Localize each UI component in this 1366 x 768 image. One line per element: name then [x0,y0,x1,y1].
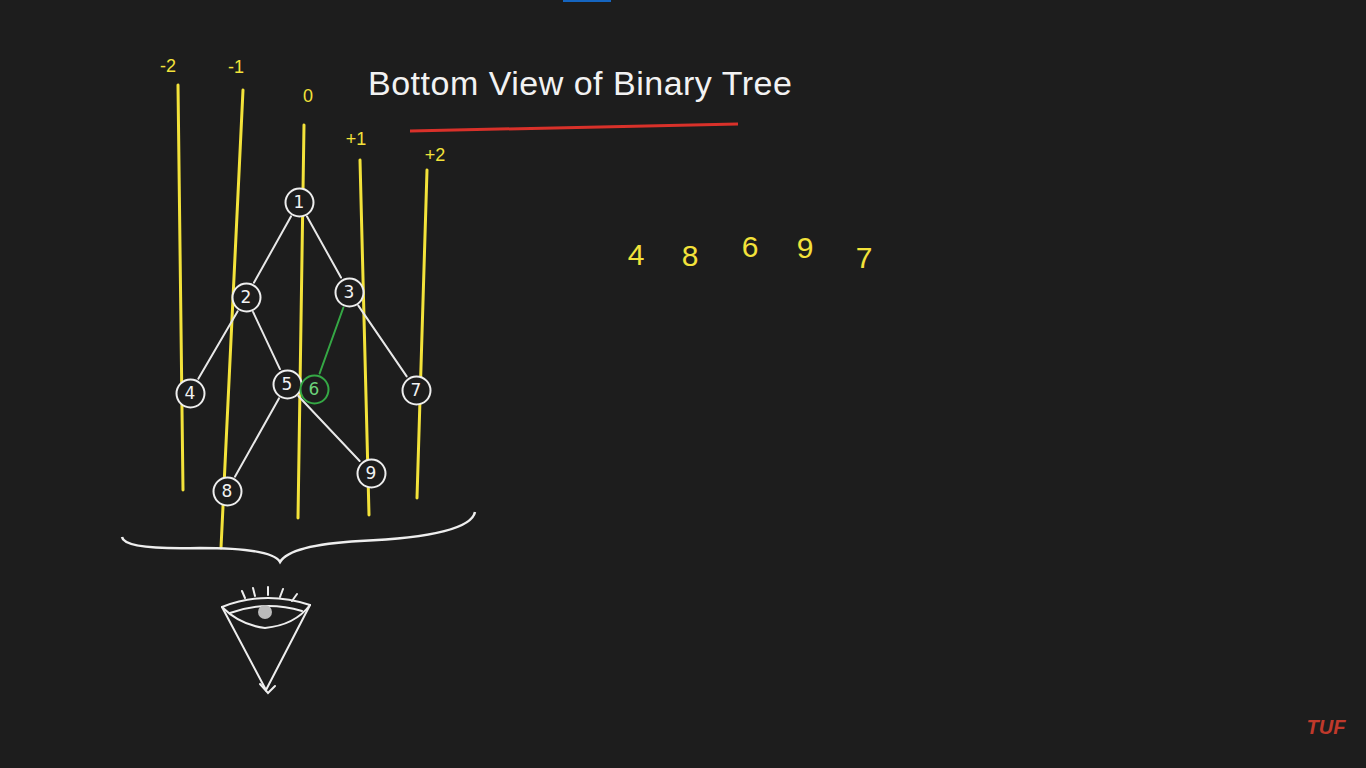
eye-cone [222,605,310,690]
node-outline [176,379,204,407]
node-value: 5 [282,375,293,394]
node-outline [213,477,241,505]
diagram-title: Bottom View of Binary Tree [368,64,792,103]
node-outline [285,188,313,216]
tree-edge [307,216,341,277]
vertical-line [178,85,183,490]
node-outline [335,278,363,306]
tree-edge [320,308,344,374]
eye-tip [260,684,275,693]
axis-label: 0 [303,86,313,107]
eye-lashes [242,587,297,601]
tree-node: 9 [356,458,387,489]
tree-edge [358,306,406,377]
result-value: 9 [797,231,814,265]
curly-bracket [122,512,475,562]
axis-label: +2 [425,145,446,166]
result-value: 6 [742,230,759,264]
watermark: TUF [1307,716,1346,739]
node-value: 6 [309,380,320,399]
tree-edge [298,396,359,461]
vertical-line [417,170,427,498]
node-value: 1 [294,193,305,212]
tree-node: 3 [334,277,365,308]
eye-pupil [258,605,272,619]
tree-node: 7 [401,375,432,406]
node-outline [357,459,385,487]
tree-edge [198,311,237,378]
node-value: 4 [185,384,196,403]
node-value: 7 [411,381,422,400]
tree-node: 8 [212,476,243,507]
tree-node: 5 [272,369,303,400]
node-value: 8 [222,482,233,501]
node-outline [402,376,430,404]
eye-lower [222,605,310,628]
tree-node: 2 [231,282,262,313]
node-value: 3 [344,283,355,302]
tree-edge [254,216,291,282]
tree-edge [235,398,279,476]
tree-node: 6 [299,374,330,405]
axis-label: -1 [228,57,244,78]
node-value: 9 [366,464,377,483]
vertical-line [298,125,304,518]
node-outline [273,370,301,398]
result-value: 7 [856,241,873,275]
tree-node: 1 [284,187,315,218]
result-value: 4 [628,238,645,272]
tree-edge [253,312,280,369]
node-outline [232,283,260,311]
node-outline [300,375,328,403]
tree-node: 4 [175,378,206,409]
axis-label: +1 [346,129,367,150]
top-bar [563,0,611,2]
title-underline [410,124,738,131]
result-value: 8 [682,239,699,273]
node-value: 2 [241,288,252,307]
axis-label: -2 [160,56,176,77]
